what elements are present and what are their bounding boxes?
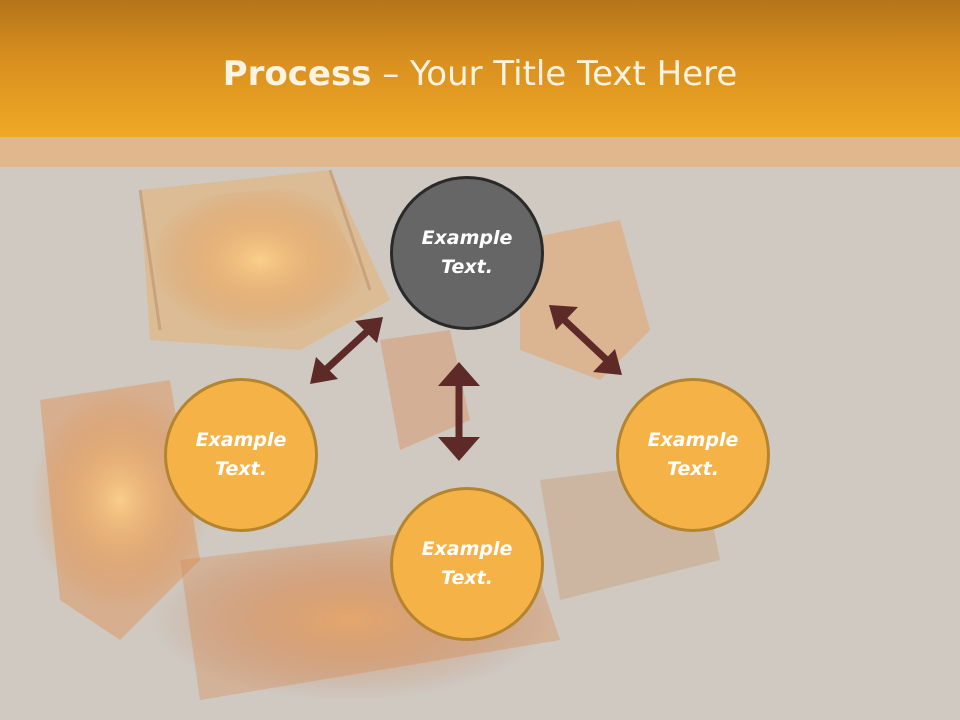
center-node-line1: Example [421, 227, 513, 249]
title-rest: – Your Title Text Here [371, 54, 738, 94]
center-node-line2: Text. [441, 256, 493, 278]
title-bold: Process [222, 54, 372, 94]
right-node-text: Example Text. [638, 426, 748, 484]
left-node-line2: Text. [215, 458, 267, 480]
left-node-text: Example Text. [186, 426, 296, 484]
right-node-line2: Text. [667, 458, 719, 480]
slide-title: Process – Your Title Text Here [0, 52, 960, 96]
title-bar-stripe [0, 137, 960, 167]
left-node-line1: Example [195, 429, 287, 451]
bottom-node: Example Text. [390, 487, 544, 641]
bottom-node-line1: Example [421, 538, 513, 560]
center-node: Example Text. [390, 176, 544, 330]
arrow-top-bottom [438, 362, 480, 461]
left-node: Example Text. [164, 378, 318, 532]
bottom-node-text: Example Text. [412, 535, 522, 593]
bottom-node-line2: Text. [441, 567, 493, 589]
arrow-top-right [549, 305, 622, 375]
title-bar [0, 0, 960, 137]
right-node-line1: Example [647, 429, 739, 451]
center-node-text: Example Text. [412, 224, 522, 282]
arrow-top-left [310, 317, 383, 384]
right-node: Example Text. [616, 378, 770, 532]
